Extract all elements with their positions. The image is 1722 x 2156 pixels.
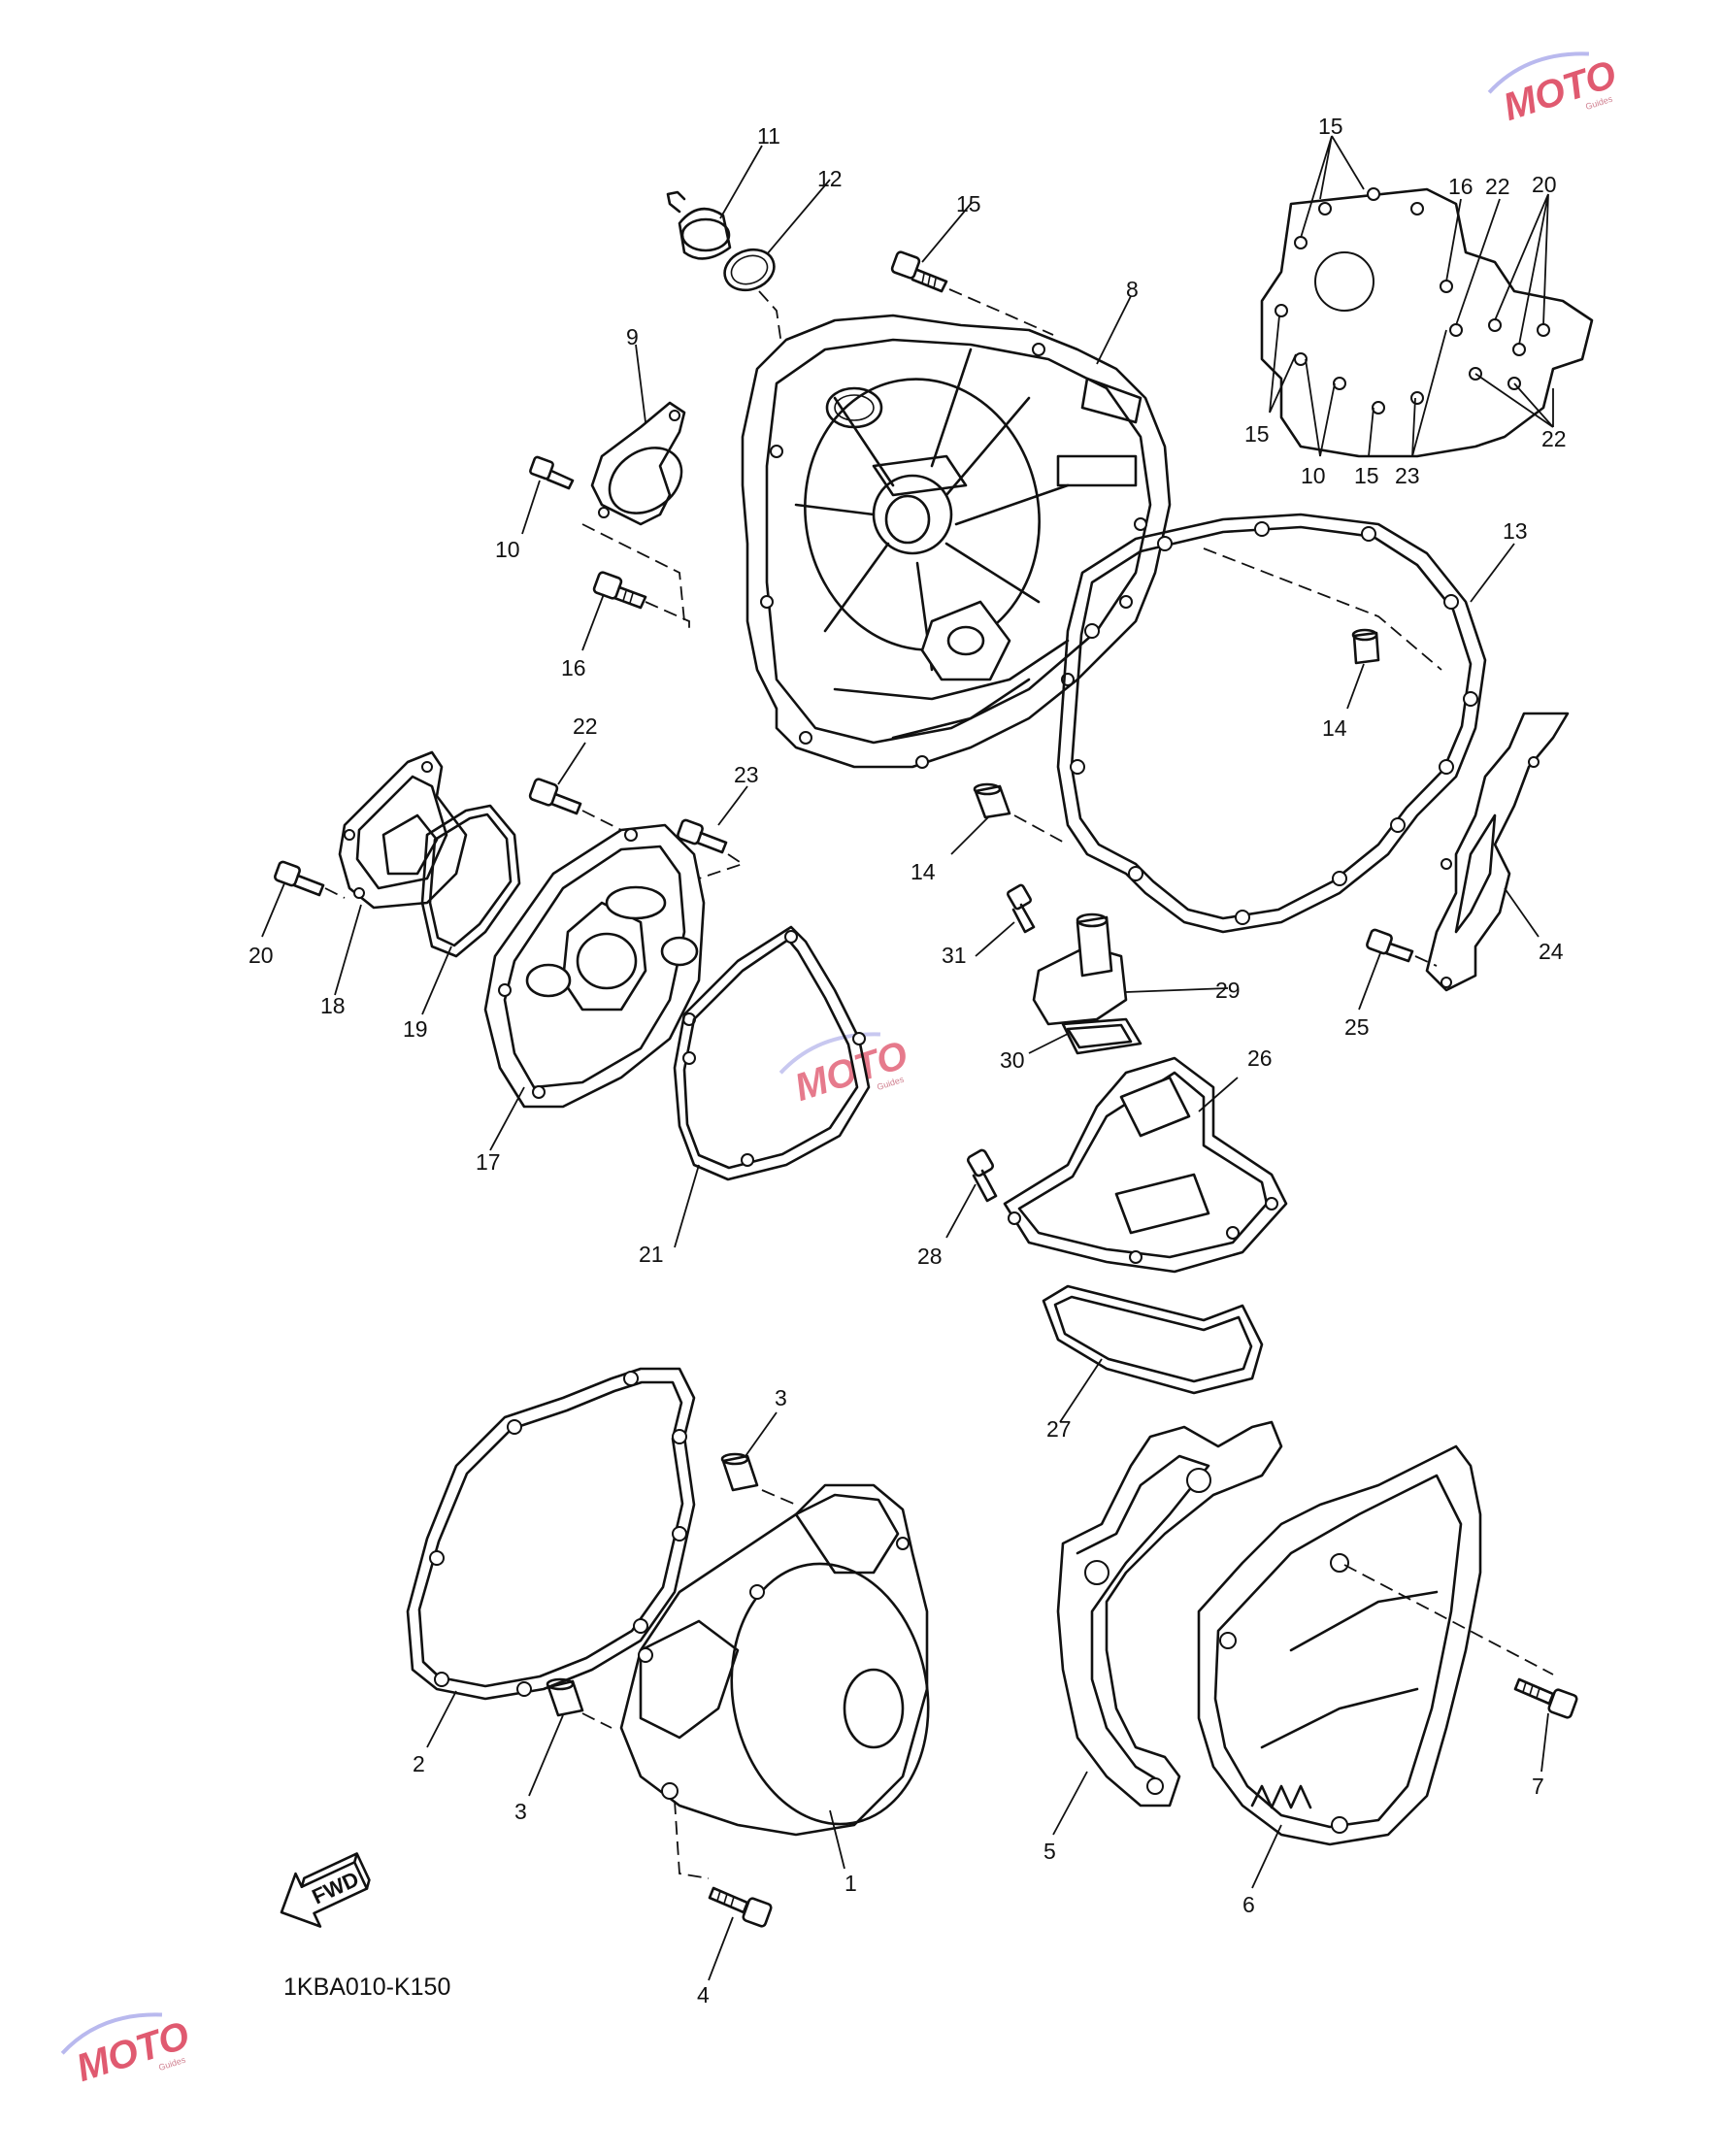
part-31-bolt — [975, 883, 1036, 957]
part-26-cover — [1003, 1056, 1288, 1274]
callout-inset-15-left: 15 — [1244, 421, 1270, 447]
callout-12: 12 — [817, 166, 843, 191]
part-30-gasket — [1028, 1017, 1142, 1055]
callout-7: 7 — [1532, 1774, 1544, 1799]
fwd-arrow: FWD — [280, 1852, 371, 1928]
callout-14-lower: 14 — [911, 859, 936, 884]
inset-bolt-pattern — [1260, 135, 1594, 458]
part-5-cover-frame — [1052, 1420, 1283, 1836]
callout-28: 28 — [917, 1244, 943, 1269]
callout-11: 11 — [757, 123, 780, 149]
callout-29: 29 — [1215, 978, 1241, 1003]
callout-13: 13 — [1503, 518, 1528, 544]
part-14-dowel-lower — [950, 782, 1069, 855]
watermark-logo-top-right: MOTO Guides — [1487, 51, 1621, 129]
part-24-bracket — [1425, 712, 1570, 992]
callout-20: 20 — [248, 943, 274, 968]
part-21-gasket — [673, 925, 871, 1248]
part-6-sprocket-cover — [1197, 1444, 1554, 1889]
callout-2: 2 — [413, 1751, 425, 1776]
callout-inset-10: 10 — [1301, 463, 1326, 488]
part-20-bolt — [261, 860, 346, 938]
part-28-bolt — [945, 1148, 998, 1239]
callout-10: 10 — [495, 537, 520, 562]
part-11-cap — [666, 145, 763, 260]
callout-inset-15-bottom: 15 — [1354, 463, 1379, 488]
part-29-breather — [1032, 912, 1229, 1026]
callout-22: 22 — [573, 713, 598, 739]
diagram-code: 1KBA010-K150 — [283, 1974, 450, 2001]
callout-inset-20: 20 — [1532, 172, 1557, 197]
callout-5: 5 — [1043, 1839, 1056, 1864]
part-17-pump-housing — [483, 823, 706, 1151]
callout-19: 19 — [403, 1016, 428, 1042]
part-22-bolt — [528, 742, 632, 836]
callout-15: 15 — [956, 191, 981, 216]
callout-21: 21 — [639, 1242, 664, 1267]
callout-3-upper: 3 — [775, 1385, 787, 1410]
watermark-logo-text: MOTO — [71, 2013, 194, 2090]
callout-14-upper: 14 — [1322, 715, 1347, 741]
callout-16: 16 — [561, 655, 586, 680]
callout-31: 31 — [942, 943, 967, 968]
part-9-outlet — [590, 344, 686, 526]
part-1-generator-cover — [619, 1483, 930, 1879]
callout-26: 26 — [1247, 1045, 1273, 1071]
callout-inset-23: 23 — [1395, 463, 1420, 488]
part-13-gasket — [1056, 513, 1515, 934]
part-23-bolt — [677, 785, 748, 879]
part-10-bolt — [521, 455, 685, 622]
part-8-clutch-cover — [741, 295, 1172, 769]
callout-inset-22-top: 22 — [1485, 174, 1510, 199]
callout-25: 25 — [1344, 1014, 1370, 1040]
callout-27: 27 — [1046, 1416, 1072, 1442]
callout-3-lower: 3 — [514, 1799, 527, 1824]
watermark-logo-text: MOTO — [1498, 52, 1621, 129]
callout-18: 18 — [320, 993, 346, 1018]
part-2-gasket — [406, 1367, 696, 1748]
callout-24: 24 — [1539, 939, 1564, 964]
callout-inset-15-top: 15 — [1318, 114, 1343, 139]
callout-inset-22-bottom: 22 — [1541, 426, 1567, 451]
part-14-dowel-upper — [1346, 628, 1380, 710]
part-15-bolt — [890, 203, 1054, 336]
part-7-bolt — [1513, 1677, 1578, 1773]
callout-9: 9 — [626, 324, 639, 349]
callout-6: 6 — [1242, 1892, 1255, 1917]
callout-30: 30 — [1000, 1047, 1025, 1073]
callout-23: 23 — [734, 762, 759, 787]
part-4-bolt — [708, 1886, 773, 1981]
part-3-dowel-upper — [720, 1411, 797, 1506]
callout-inset-16: 16 — [1448, 174, 1474, 199]
callout-8: 8 — [1126, 277, 1139, 302]
part-18-plate — [334, 750, 468, 996]
callout-17: 17 — [476, 1149, 501, 1175]
callout-4: 4 — [697, 1982, 710, 2007]
part-12-o-ring — [723, 179, 831, 362]
part-27-gasket — [1042, 1284, 1264, 1423]
part-25-bolt — [1358, 928, 1438, 1011]
watermark-logo-bottom-left: MOTO Guides — [60, 2012, 194, 2090]
callout-1: 1 — [844, 1871, 857, 1896]
part-3-dowel-lower — [528, 1677, 613, 1797]
part-16-bolt — [581, 571, 690, 651]
part-19-gasket — [420, 804, 521, 1015]
